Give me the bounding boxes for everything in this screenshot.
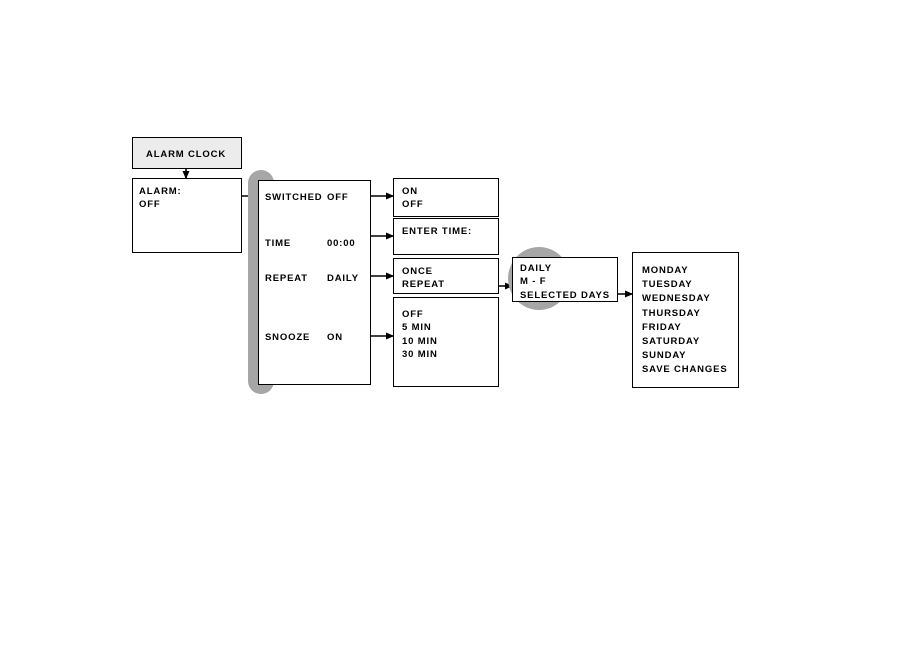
day-item-thursday[interactable]: THURSDAY [642, 307, 701, 319]
menu-row-label: SWITCHED [265, 192, 323, 203]
option-item-30min[interactable]: 30 MIN [402, 349, 438, 361]
menu-row-label: REPEAT [265, 273, 308, 284]
option-item-on[interactable]: ON [402, 186, 418, 197]
menu-row-label: TIME [265, 238, 292, 249]
day-item-wednesday[interactable]: WEDNESDAY [642, 293, 711, 305]
main-menu-box[interactable]: SWITCHED OFF TIME 00:00 REPEAT DAILY SNO… [258, 180, 371, 385]
repeat-options-box[interactable]: ONCE REPEAT [393, 258, 499, 294]
option-item-5min[interactable]: 5 MIN [402, 322, 432, 334]
day-item-friday[interactable]: FRIDAY [642, 321, 682, 333]
switched-options-lines: ON OFF [402, 185, 494, 212]
option-item-repeat[interactable]: REPEAT [402, 279, 445, 291]
option-item-once[interactable]: ONCE [402, 266, 433, 277]
alarm-status-box[interactable]: ALARM: OFF [132, 178, 242, 253]
option-item-off[interactable]: OFF [402, 199, 424, 211]
diagram-title-box: ALARM CLOCK [132, 137, 242, 169]
day-item-tuesday[interactable]: TUESDAY [642, 279, 693, 291]
snooze-options-lines: OFF 5 MIN 10 MIN 30 MIN [402, 308, 494, 362]
menu-row-value: ON [327, 332, 343, 343]
enter-time-lines: ENTER TIME: [402, 225, 494, 238]
alarm-status-line: ALARM: [139, 186, 182, 197]
menu-row-value: DAILY [327, 273, 359, 284]
option-item-selected-days[interactable]: SELECTED DAYS [520, 289, 610, 301]
day-item-saturday[interactable]: SATURDAY [642, 336, 701, 348]
alarm-status-line: OFF [139, 199, 161, 211]
alarm-status-lines: ALARM: OFF [139, 185, 237, 212]
option-item-off[interactable]: OFF [402, 309, 424, 320]
day-selection-lines: MONDAY TUESDAY WEDNESDAY THURSDAY FRIDAY… [642, 264, 734, 378]
option-item-10min[interactable]: 10 MIN [402, 335, 438, 347]
switched-options-box[interactable]: ON OFF [393, 178, 499, 217]
day-item-monday[interactable]: MONDAY [642, 265, 689, 276]
enter-time-box[interactable]: ENTER TIME: [393, 218, 499, 255]
menu-row-label: SNOOZE [265, 332, 311, 343]
save-changes-button[interactable]: SAVE CHANGES [642, 364, 728, 376]
option-item-monday-friday[interactable]: M - F [520, 276, 547, 288]
repeat-options-lines: ONCE REPEAT [402, 265, 494, 292]
day-selection-box[interactable]: MONDAY TUESDAY WEDNESDAY THURSDAY FRIDAY… [632, 252, 739, 388]
menu-row-value: 00:00 [327, 238, 356, 249]
day-item-sunday[interactable]: SUNDAY [642, 350, 687, 362]
enter-time-label: ENTER TIME: [402, 226, 473, 237]
page-title: ALARM CLOCK [146, 149, 227, 160]
snooze-options-box[interactable]: OFF 5 MIN 10 MIN 30 MIN [393, 297, 499, 387]
menu-row-value: OFF [327, 192, 349, 203]
option-item-daily[interactable]: DAILY [520, 263, 552, 274]
repeat-mode-lines: DAILY M - F SELECTED DAYS [520, 262, 613, 302]
repeat-mode-options-box[interactable]: DAILY M - F SELECTED DAYS [512, 257, 618, 302]
